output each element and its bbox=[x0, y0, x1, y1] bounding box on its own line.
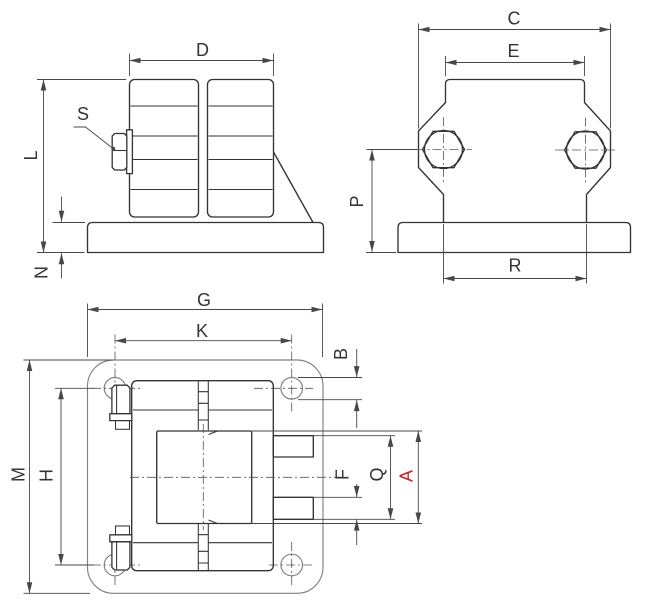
dim-label-s: S bbox=[77, 104, 89, 124]
dim-label-l: L bbox=[21, 150, 41, 160]
dim-ext-l bbox=[37, 79, 126, 253]
top-right-ext-lines bbox=[251, 377, 422, 524]
front-base-plate bbox=[86, 221, 325, 254]
side-base-plate bbox=[397, 221, 632, 254]
front-clamp-right-half bbox=[206, 78, 275, 218]
dim-label-q: Q bbox=[367, 467, 387, 481]
leader-line-s bbox=[73, 126, 114, 149]
top-jaw-upper bbox=[272, 435, 314, 458]
dim-ext-r bbox=[443, 224, 587, 284]
dim-label-g: G bbox=[197, 290, 211, 310]
dim-ext-m bbox=[23, 359, 113, 594]
dim-label-n: N bbox=[32, 266, 52, 279]
side-body-outline bbox=[417, 78, 612, 223]
dim-label-e: E bbox=[507, 41, 519, 61]
leader-dot-s bbox=[111, 146, 116, 151]
front-clamp-left-half bbox=[128, 78, 200, 218]
dim-label-d: D bbox=[196, 40, 209, 60]
top-view: G K M H B F Q A bbox=[9, 290, 422, 594]
top-tube-gap-ticks bbox=[208, 430, 218, 524]
top-clamp-split-lines bbox=[133, 409, 272, 544]
front-gusset bbox=[272, 151, 314, 223]
dim-label-r: R bbox=[509, 256, 522, 276]
top-jaw-lower bbox=[272, 496, 314, 520]
dim-ext-d bbox=[129, 53, 274, 76]
dim-ext-g bbox=[87, 303, 323, 357]
front-bolt-head bbox=[111, 132, 128, 171]
top-slot-edges bbox=[197, 380, 209, 571]
dim-label-k: K bbox=[196, 321, 208, 341]
top-flange-plate bbox=[86, 359, 324, 594]
top-bolt-lower-washer bbox=[109, 534, 133, 543]
dim-label-p: P bbox=[347, 195, 367, 207]
front-bolt-washer bbox=[125, 129, 134, 175]
top-bolt-upper-washer bbox=[109, 412, 133, 422]
side-hex-bolt-left bbox=[421, 130, 466, 169]
top-bolt-lower-head bbox=[111, 541, 131, 571]
dim-label-f: F bbox=[333, 469, 353, 480]
side-view: C E P R bbox=[347, 9, 632, 284]
dim-label-m: M bbox=[9, 467, 29, 482]
dim-ext-c bbox=[418, 23, 611, 129]
dim-label-h: H bbox=[37, 469, 57, 482]
dim-label-b: B bbox=[331, 348, 351, 360]
dim-label-c: C bbox=[508, 9, 521, 29]
front-clamp-split-lines bbox=[130, 105, 273, 191]
top-bolt-upper-shank bbox=[114, 419, 131, 430]
top-clamp-block bbox=[131, 380, 274, 572]
dim-ext-e bbox=[445, 56, 585, 76]
top-slot-ticks bbox=[198, 391, 209, 564]
front-view: D S L N bbox=[21, 40, 325, 279]
top-bolt-lower-shank bbox=[114, 525, 131, 536]
dim-ext-p bbox=[366, 149, 417, 253]
top-bolt-upper-head bbox=[111, 384, 131, 415]
dim-label-a: A bbox=[397, 470, 417, 482]
